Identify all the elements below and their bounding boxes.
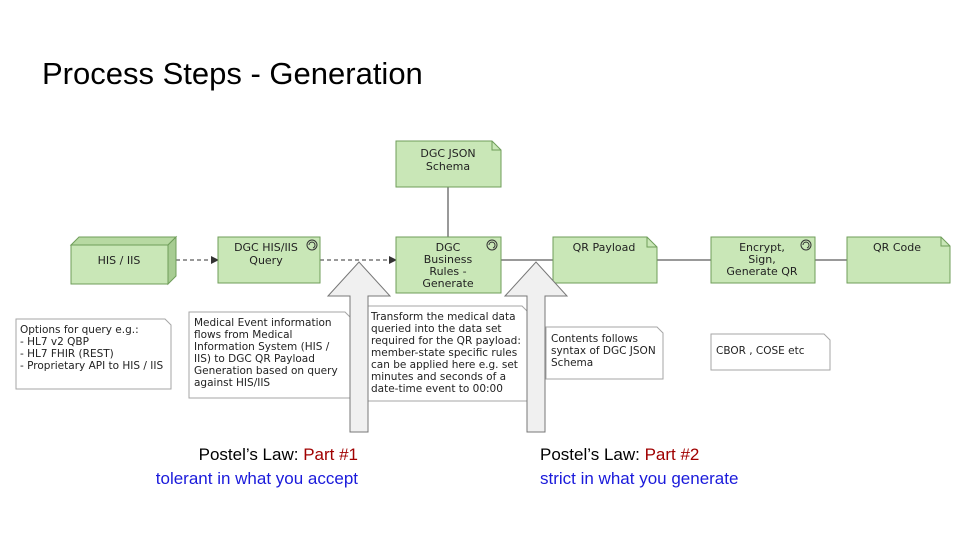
node-rules-line: Rules - bbox=[429, 265, 466, 278]
node-query-line: Query bbox=[249, 254, 283, 267]
postel-part1-part: Part #1 bbox=[303, 445, 358, 464]
postel-arrow-2 bbox=[503, 261, 569, 433]
note-options: Options for query e.g.: - HL7 v2 QBP - H… bbox=[15, 318, 172, 390]
node-query-line: DGC HIS/IIS bbox=[234, 241, 298, 254]
node-schema: DGC JSON Schema bbox=[395, 140, 502, 188]
node-his-iis-label: HIS / IIS bbox=[98, 254, 141, 267]
postel-part1-caption: Postel’s Law: Part #1 tolerant in what y… bbox=[156, 443, 358, 491]
postel-part1-description: tolerant in what you accept bbox=[155, 469, 358, 488]
node-qr-code-label: QR Code bbox=[873, 241, 921, 254]
process-icon bbox=[800, 239, 812, 251]
note-options-line: - Proprietary API to HIS / IIS bbox=[20, 360, 163, 372]
slide-title: Process Steps - Generation bbox=[42, 56, 423, 91]
node-rules-line: Generate bbox=[422, 277, 474, 290]
note-transform-line: Transform the medical data bbox=[370, 311, 516, 323]
note-transform-line: queried into the data set bbox=[371, 323, 502, 335]
node-rules-line: Business bbox=[424, 253, 473, 266]
postel-part2-law: Postel’s Law: bbox=[540, 445, 645, 464]
node-rules-line: DGC bbox=[436, 241, 461, 254]
postel-part2-part: Part #2 bbox=[644, 445, 700, 464]
node-encrypt-line: Encrypt, bbox=[739, 241, 785, 254]
note-transform-line: required for the QR payload: bbox=[371, 335, 521, 347]
note-medical-line: flows from Medical bbox=[194, 329, 292, 341]
note-medical-line: against HIS/IIS bbox=[194, 377, 270, 389]
note-cbor-line: CBOR , COSE etc bbox=[716, 345, 805, 357]
postel-arrow-1 bbox=[326, 261, 392, 433]
node-encrypt: Encrypt, Sign, Generate QR bbox=[710, 236, 816, 284]
note-medical: Medical Event information flows from Med… bbox=[188, 311, 352, 399]
node-his-iis: HIS / IIS bbox=[69, 235, 178, 286]
process-icon bbox=[306, 239, 318, 251]
postel-part1-law: Postel’s Law: bbox=[198, 445, 304, 464]
note-options-line: - HL7 v2 QBP bbox=[20, 336, 89, 348]
note-contents: Contents follows syntax of DGC JSON Sche… bbox=[545, 326, 664, 380]
node-encrypt-line: Generate QR bbox=[726, 265, 798, 278]
note-cbor: CBOR , COSE etc bbox=[710, 333, 831, 371]
note-contents-line: syntax of DGC JSON bbox=[551, 345, 656, 357]
note-medical-line: Generation based on query bbox=[194, 365, 338, 377]
node-rules: DGC Business Rules - Generate bbox=[395, 236, 502, 294]
postel-part1-heading: Postel’s Law: Part #1 bbox=[156, 443, 358, 467]
node-qr-payload: QR Payload bbox=[552, 236, 658, 284]
postel-part2-description: strict in what you generate bbox=[540, 469, 739, 488]
note-contents-line: Schema bbox=[551, 357, 593, 369]
note-transform-line: minutes and seconds of a bbox=[371, 371, 506, 383]
note-transform: Transform the medical data queried into … bbox=[366, 305, 529, 402]
node-schema-line: Schema bbox=[426, 160, 470, 173]
node-query: DGC HIS/IIS Query bbox=[217, 236, 321, 284]
note-options-line: - HL7 FHIR (REST) bbox=[20, 348, 114, 360]
note-contents-line: Contents follows bbox=[551, 333, 638, 345]
note-transform-line: member-state specific rules bbox=[371, 347, 517, 359]
postel-part2-caption: Postel’s Law: Part #2 strict in what you… bbox=[540, 443, 738, 491]
note-medical-line: Information System (HIS / bbox=[194, 341, 330, 353]
note-options-line: Options for query e.g.: bbox=[20, 324, 139, 336]
postel-part2-heading: Postel’s Law: Part #2 bbox=[540, 443, 738, 467]
note-medical-line: Medical Event information bbox=[194, 317, 332, 329]
node-qr-code: QR Code bbox=[846, 236, 951, 284]
node-schema-line: DGC JSON bbox=[420, 147, 475, 160]
note-transform-line: date-time event to 00:00 bbox=[371, 383, 503, 395]
note-transform-line: can be applied here e.g. set bbox=[371, 359, 518, 371]
process-icon bbox=[486, 239, 498, 251]
node-encrypt-line: Sign, bbox=[748, 253, 776, 266]
note-medical-line: IIS) to DGC QR Payload bbox=[194, 353, 315, 365]
node-qr-payload-label: QR Payload bbox=[573, 241, 636, 254]
